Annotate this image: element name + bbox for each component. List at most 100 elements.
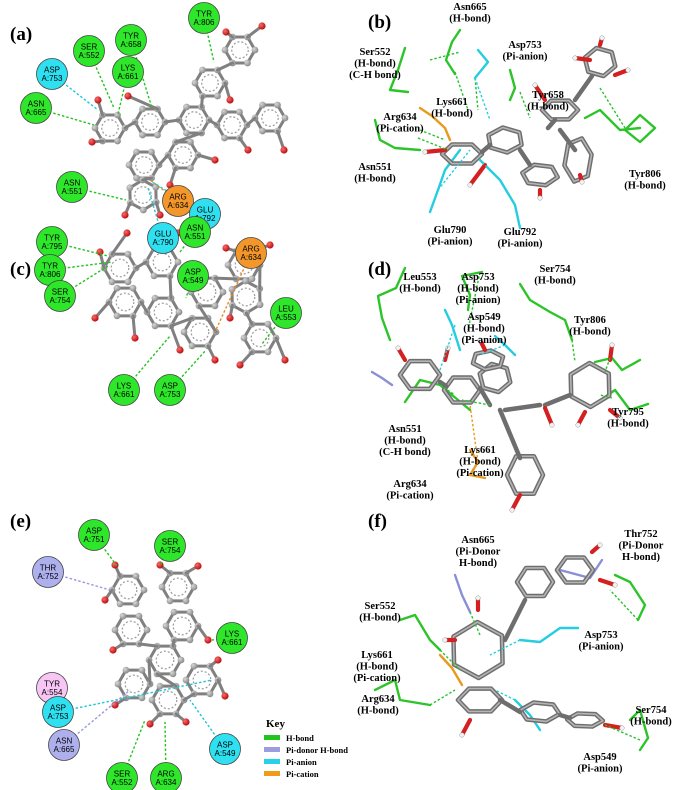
oxygen-atom bbox=[111, 561, 119, 569]
svg-text:Asn665: Asn665 bbox=[453, 2, 486, 13]
interaction-line bbox=[454, 71, 469, 111]
residue-stick bbox=[370, 370, 394, 387]
residue-stick bbox=[443, 308, 462, 352]
legend-swatch-h-bond bbox=[264, 735, 280, 740]
residue-stick bbox=[478, 158, 522, 230]
interaction-line bbox=[130, 39, 153, 109]
ligand-ring bbox=[158, 569, 198, 605]
svg-text:(H-bond): (H-bond) bbox=[449, 14, 491, 25]
ligand-ring bbox=[191, 66, 229, 100]
residue-label-arg634: Arg634(Pi-cation) bbox=[386, 479, 434, 502]
svg-text:(H-bond): (H-bond) bbox=[384, 436, 426, 447]
interaction-line bbox=[494, 689, 516, 701]
residue-id: A:552 bbox=[112, 778, 133, 787]
panel-e-ligand bbox=[101, 561, 229, 728]
residue-label-lys661: Lys661(H-bond)(Pi-cation) bbox=[456, 445, 504, 479]
residue-id: A:754 bbox=[160, 546, 181, 555]
residue-name: TYR bbox=[123, 32, 139, 41]
oxygen-atom bbox=[226, 314, 234, 322]
svg-text:Glu790: Glu790 bbox=[434, 225, 467, 236]
residue-id: A:754 bbox=[50, 296, 71, 305]
residue-label-tyr806: Tyr806(H-bond) bbox=[624, 169, 666, 192]
ligand-ring bbox=[180, 314, 220, 350]
residue-name: THR bbox=[40, 564, 57, 573]
panel-e-label: (e) bbox=[10, 511, 31, 532]
panel-f-labels: Asn665(Pi-DonorH-bond)Thr752(Pi-DonorH-b… bbox=[353, 529, 672, 775]
residue-label-ser754: Ser754(H-bond) bbox=[534, 264, 576, 287]
residue-name: ASP bbox=[217, 741, 233, 750]
residue-stick bbox=[593, 356, 642, 372]
interaction-line bbox=[467, 271, 481, 331]
residue-id: A:661 bbox=[222, 638, 243, 647]
svg-text:Asp549: Asp549 bbox=[467, 312, 500, 323]
panel-a-ligand bbox=[88, 22, 289, 219]
svg-text:Lys661: Lys661 bbox=[436, 97, 468, 108]
ligand-ring bbox=[108, 572, 148, 608]
residue-id: A:658 bbox=[121, 40, 142, 49]
residue-label-glu790: Glu790(Pi-anion) bbox=[428, 225, 473, 248]
svg-text:Ser552: Ser552 bbox=[360, 47, 391, 58]
oxygen-atom bbox=[226, 96, 234, 104]
residue-id: A:792 bbox=[195, 214, 216, 223]
interaction-line bbox=[185, 275, 194, 299]
interaction-line bbox=[203, 17, 215, 63]
panel-a-residues: TYRA:806SERA:552TYRA:658ASPA:753LYSA:661… bbox=[20, 2, 221, 254]
interaction-line bbox=[604, 724, 641, 741]
legend-label-pi-anion: Pi-anion bbox=[286, 757, 317, 767]
residue-stick bbox=[373, 118, 422, 152]
residue-label-tyr658: Tyr658(H-bond) bbox=[527, 90, 569, 113]
residue-id: A:753 bbox=[42, 74, 63, 83]
svg-text:(H-bond): (H-bond) bbox=[459, 457, 501, 468]
residue-id: A:751 bbox=[84, 535, 105, 544]
svg-text:(H-bond): (H-bond) bbox=[357, 706, 399, 717]
svg-text:(Pi-anion): (Pi-anion) bbox=[578, 764, 623, 775]
residue-name: LEU bbox=[278, 305, 294, 314]
oxygen-atom bbox=[211, 356, 219, 364]
interaction-line bbox=[519, 91, 531, 119]
residue-name: ARG bbox=[242, 245, 259, 254]
interaction-line bbox=[437, 149, 471, 191]
oxygen-atom bbox=[182, 718, 190, 726]
residue-id: A:753 bbox=[48, 712, 69, 721]
ligand-ring bbox=[213, 108, 251, 142]
residue-label-lys661: Lys661(H-bond) bbox=[431, 97, 473, 120]
residue-stick bbox=[376, 266, 407, 342]
interaction-line bbox=[604, 357, 611, 373]
interaction-line bbox=[469, 404, 479, 463]
svg-text:(H-bond): (H-bond) bbox=[527, 102, 569, 113]
residue-name: ASN bbox=[56, 737, 73, 746]
residue-label-asp549: Asp549(Pi-anion) bbox=[578, 752, 623, 775]
residue-id: A:553 bbox=[276, 313, 297, 322]
svg-text:Arg634: Arg634 bbox=[361, 694, 395, 705]
residue-stick bbox=[460, 270, 484, 312]
residue-name: ASP bbox=[50, 704, 66, 713]
ligand-ring bbox=[105, 284, 145, 320]
residue-name: ASP bbox=[162, 382, 178, 391]
svg-text:(H-bond): (H-bond) bbox=[569, 327, 611, 338]
svg-text:(Pi-anion): (Pi-anion) bbox=[456, 295, 501, 306]
residue-name: GLU bbox=[155, 230, 172, 239]
interaction-line bbox=[429, 51, 461, 61]
legend-label-pi-donor: Pi-donor H-bond bbox=[286, 745, 348, 755]
svg-text:(Pi-anion): (Pi-anion) bbox=[462, 335, 507, 346]
ligand-ring bbox=[240, 320, 280, 356]
residue-name: GLU bbox=[197, 206, 214, 215]
interaction-line bbox=[599, 394, 613, 399]
oxygen-atom bbox=[258, 22, 266, 30]
residue-label-glu792: Glu792(Pi-anion) bbox=[498, 227, 543, 250]
ligand-ring bbox=[126, 176, 160, 214]
svg-text:(C-H bond): (C-H bond) bbox=[349, 70, 401, 81]
residue-name: SER bbox=[114, 770, 131, 779]
ligand-ring bbox=[251, 101, 289, 135]
svg-text:Thr752: Thr752 bbox=[624, 529, 657, 540]
legend-title: Key bbox=[266, 718, 285, 730]
residue-id: A:753 bbox=[160, 390, 181, 399]
svg-text:(Pi-anion): (Pi-anion) bbox=[503, 52, 548, 63]
